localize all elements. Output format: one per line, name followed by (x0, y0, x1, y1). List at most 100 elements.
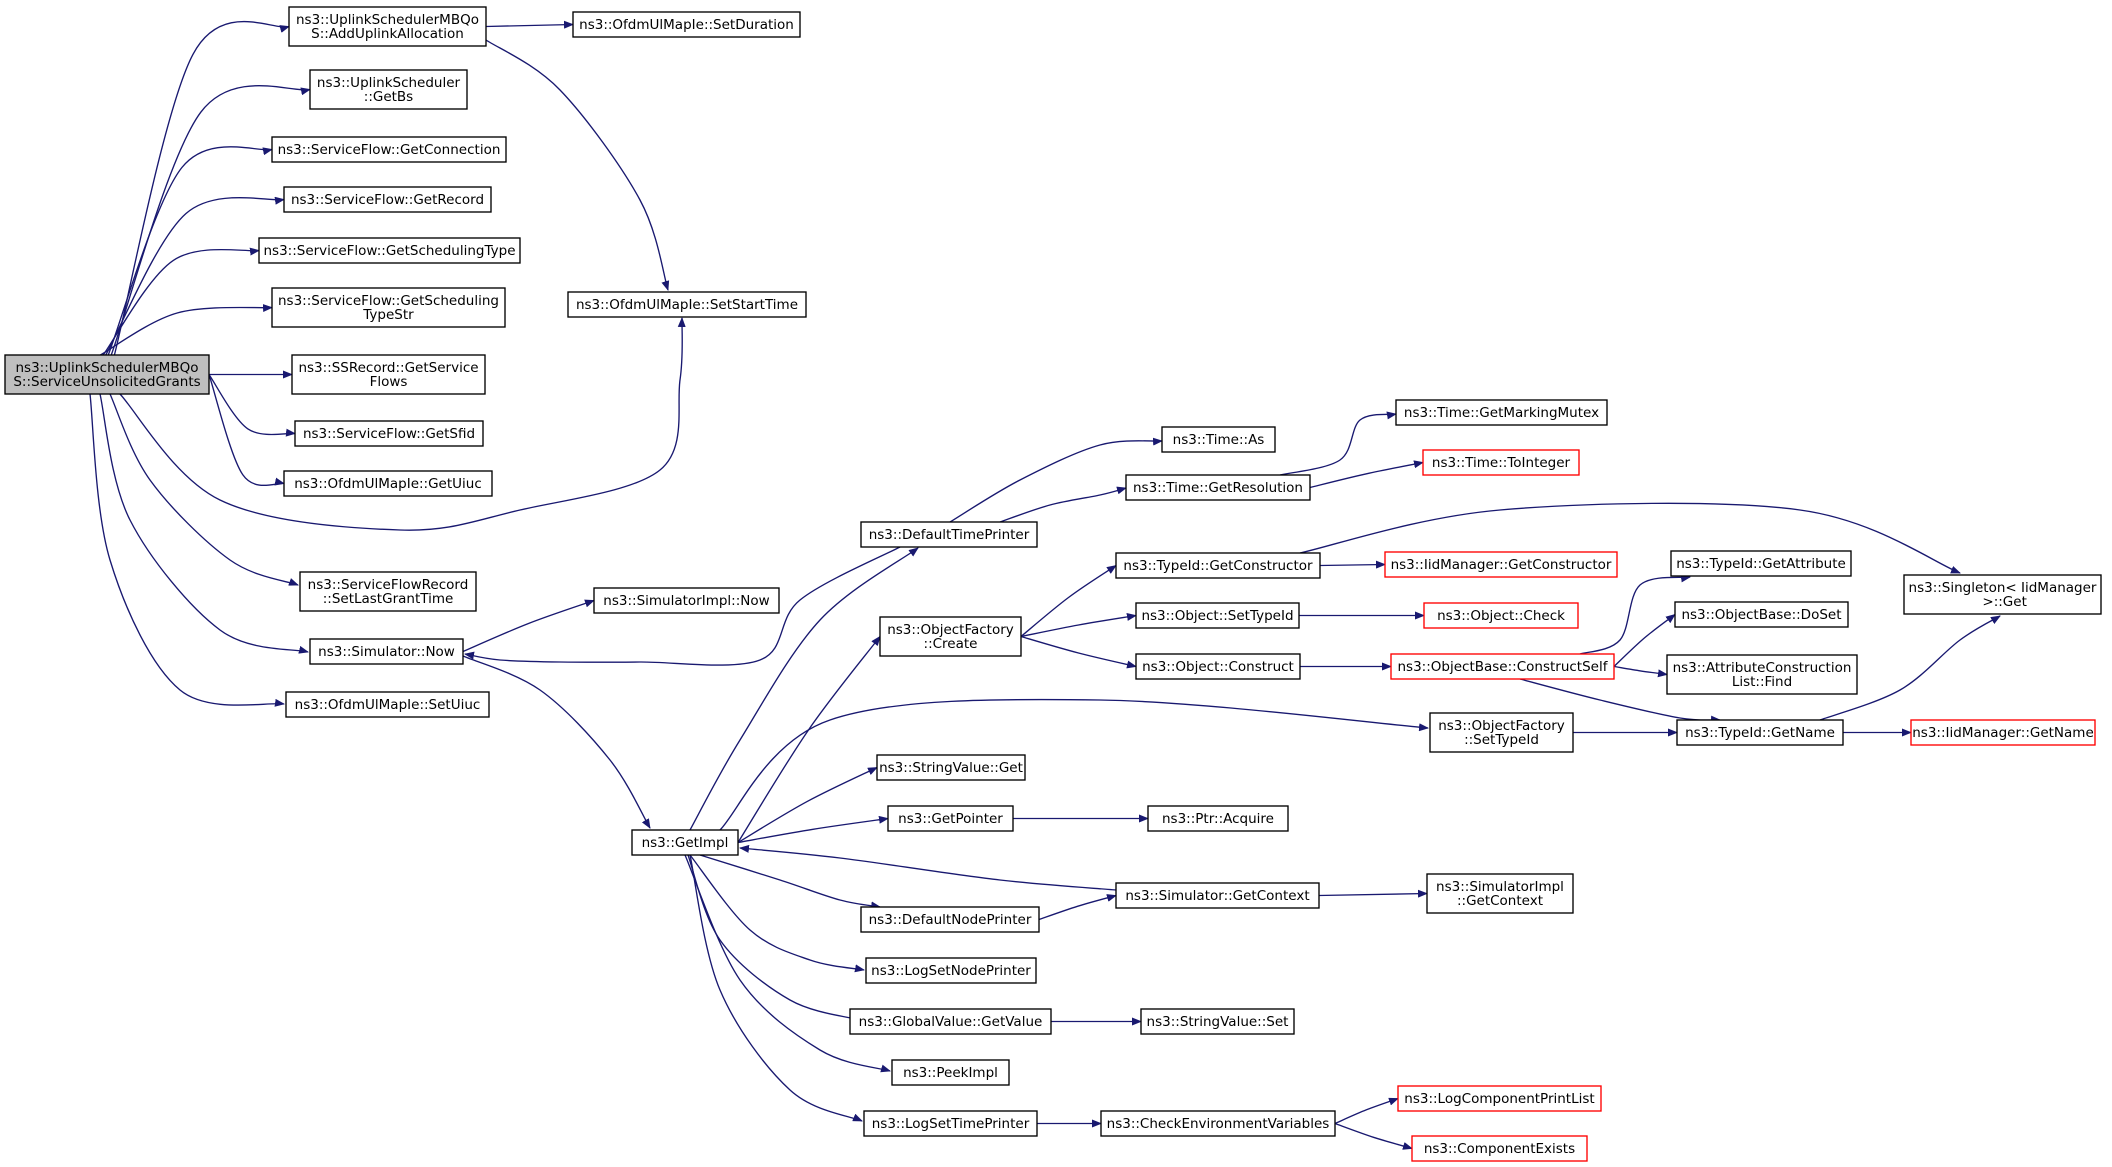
edge-check_env-to-comp_exists (1334, 1122, 1413, 1150)
node-label: >::Get (1978, 594, 2027, 610)
node-label: ns3::LogSetNodePrinter (871, 963, 1031, 979)
node-singleton-get[interactable]: ns3::Singleton< IidManager >::Get (1903, 574, 2102, 615)
edge-getimpl-to-default_node_printer (699, 854, 881, 910)
edge-arrow (1038, 894, 1117, 921)
node-typeid-getattr[interactable]: ns3::TypeId::GetAttribute (1670, 550, 1852, 577)
node-set-duration[interactable]: ns3::OfdmUlMapIe::SetDuration (572, 11, 801, 38)
node-objfactory-settypeid[interactable]: ns3::ObjectFactory::SetTypeId (1429, 712, 1574, 753)
node-box (258, 237, 521, 264)
node-box (1115, 882, 1320, 909)
node-objbase-doset[interactable]: ns3::ObjectBase::DoSet (1674, 601, 1849, 628)
edge-root-to-get_bs (110, 85, 311, 356)
node-label: ns3::IidManager::GetConstructor (1391, 557, 1612, 573)
node-label: ns3::OfdmUlMapIe::SetDuration (579, 17, 794, 33)
node-label: TypeStr (362, 307, 414, 323)
node-label: ns3::TypeId::GetAttribute (1676, 556, 1846, 572)
edge-arrow (739, 844, 1117, 891)
node-time-getres[interactable]: ns3::Time::GetResolution (1125, 474, 1311, 501)
node-comp-exists[interactable]: ns3::ComponentExists (1411, 1135, 1588, 1162)
node-default-time-printer[interactable]: ns3::DefaultTimePrinter (860, 521, 1038, 548)
node-root[interactable]: ns3::UplinkSchedulerMBQoS::ServiceUnsoli… (4, 354, 210, 395)
node-label: ns3::ServiceFlow::GetSchedulingType (263, 243, 515, 259)
node-objbase-constructself[interactable]: ns3::ObjectBase::ConstructSelf (1390, 653, 1615, 680)
node-label: ns3::DefaultTimePrinter (869, 527, 1030, 543)
node-typeid-getctor[interactable]: ns3::TypeId::GetConstructor (1115, 552, 1321, 579)
node-sf-getconn[interactable]: ns3::ServiceFlow::GetConnection (271, 136, 507, 163)
node-label: ns3::ServiceFlow::GetSfid (303, 426, 475, 442)
node-obj-settypeid[interactable]: ns3::Object::SetTypeId (1135, 602, 1300, 629)
node-box (1422, 449, 1580, 476)
node-sf-getsfid[interactable]: ns3::ServiceFlow::GetSfid (294, 420, 484, 447)
node-label: ::SetLastGrantTime (323, 591, 454, 607)
edge-objfactory_create-to-obj_construct (1020, 635, 1137, 669)
node-label: ns3::SSRecord::GetService (298, 360, 478, 376)
edge-arrow (719, 698, 1429, 831)
node-label: ns3::OfdmUlMapIe::SetStartTime (576, 297, 798, 313)
node-sfr-setlast[interactable]: ns3::ServiceFlowRecord::SetLastGrantTime (299, 571, 477, 612)
edge-arrow (699, 854, 881, 910)
node-add-ul[interactable]: ns3::UplinkSchedulerMBQoS::AddUplinkAllo… (288, 6, 487, 47)
node-log-setnodeprinter[interactable]: ns3::LogSetNodePrinter (865, 957, 1037, 984)
node-box (283, 186, 492, 213)
edge-getimpl-to-objfactory_create (737, 635, 881, 843)
edge-root-to-set_start_time (119, 317, 686, 531)
node-ptr-acquire[interactable]: ns3::Ptr::Acquire (1147, 805, 1289, 832)
node-getuiuc[interactable]: ns3::OfdmUlMapIe::GetUiuc (283, 470, 493, 497)
node-log-settimeprinter[interactable]: ns3::LogSetTimePrinter (863, 1110, 1038, 1137)
edge-arrow (208, 374, 285, 487)
node-set-start-time[interactable]: ns3::OfdmUlMapIe::SetStartTime (567, 291, 807, 318)
node-get-bs[interactable]: ns3::UplinkScheduler::GetBs (309, 69, 468, 110)
node-box (865, 957, 1037, 984)
node-obj-construct[interactable]: ns3::Object::Construct (1135, 653, 1301, 680)
node-getpointer[interactable]: ns3::GetPointer (887, 805, 1014, 832)
node-gv-getvalue[interactable]: ns3::GlobalValue::GetValue (849, 1008, 1052, 1035)
node-iid-getctor[interactable]: ns3::IidManager::GetConstructor (1384, 551, 1618, 578)
node-peekimpl[interactable]: ns3::PeekImpl (891, 1059, 1010, 1086)
node-time-tointeger[interactable]: ns3::Time::ToInteger (1422, 449, 1580, 476)
node-box (1903, 574, 2102, 615)
node-label: ns3::ServiceFlowRecord (308, 577, 469, 593)
node-sf-getrecord[interactable]: ns3::ServiceFlow::GetRecord (283, 186, 492, 213)
node-label: ns3::Object::Construct (1142, 659, 1294, 675)
node-box (1426, 873, 1574, 914)
edge-arrow (689, 547, 919, 831)
node-box (271, 287, 506, 328)
node-log-printlist[interactable]: ns3::LogComponentPrintList (1397, 1085, 1602, 1112)
edges-layer (89, 20, 2001, 1150)
node-time-as[interactable]: ns3::Time::As (1161, 426, 1276, 453)
node-iid-getname[interactable]: ns3::IidManager::GetName (1910, 719, 2096, 746)
edge-sim_getcontext-to-simimpl_getcontext (1318, 889, 1428, 898)
edge-root-to-sf_getconn (107, 146, 273, 356)
node-simimpl-getcontext[interactable]: ns3::SimulatorImpl::GetContext (1426, 873, 1574, 914)
edge-root-to-sim_now (99, 393, 309, 654)
node-getimpl[interactable]: ns3::GetImpl (631, 829, 739, 856)
node-label: Flows (370, 374, 408, 390)
edge-arrow (109, 393, 299, 586)
node-label: ::Create (924, 636, 978, 652)
edge-arrow (1334, 1097, 1399, 1125)
node-sim-getcontext[interactable]: ns3::Simulator::GetContext (1115, 882, 1320, 909)
node-box (1147, 805, 1289, 832)
node-sf-getschedtype[interactable]: ns3::ServiceFlow::GetSchedulingType (258, 237, 521, 264)
node-label: ns3::Object::SetTypeId (1141, 608, 1293, 624)
node-time-getmarking[interactable]: ns3::Time::GetMarkingMutex (1395, 399, 1608, 426)
node-box (1411, 1135, 1588, 1162)
node-default-node-printer[interactable]: ns3::DefaultNodePrinter (860, 906, 1040, 933)
node-label: S::AddUplinkAllocation (311, 26, 464, 42)
node-objfactory-create[interactable]: ns3::ObjectFactory::Create (879, 616, 1022, 657)
node-stringvalue-set[interactable]: ns3::StringValue::Set (1140, 1008, 1295, 1035)
edge-arrow (119, 317, 686, 531)
node-check-env[interactable]: ns3::CheckEnvironmentVariables (1100, 1110, 1336, 1137)
node-stringvalue-get[interactable]: ns3::StringValue::Get (876, 754, 1026, 781)
edge-getimpl-to-getpointer (737, 815, 889, 844)
node-sim-now[interactable]: ns3::Simulator::Now (309, 638, 464, 665)
node-typeid-getname[interactable]: ns3::TypeId::GetName (1676, 719, 1844, 746)
node-obj-check[interactable]: ns3::Object::Check (1423, 602, 1579, 629)
node-setuiuc[interactable]: ns3::OfdmUlMapIe::SetUiuc (285, 691, 490, 718)
node-box (1135, 602, 1300, 629)
edge-arrow (100, 304, 273, 356)
node-simimpl-now[interactable]: ns3::SimulatorImpl::Now (593, 587, 780, 614)
